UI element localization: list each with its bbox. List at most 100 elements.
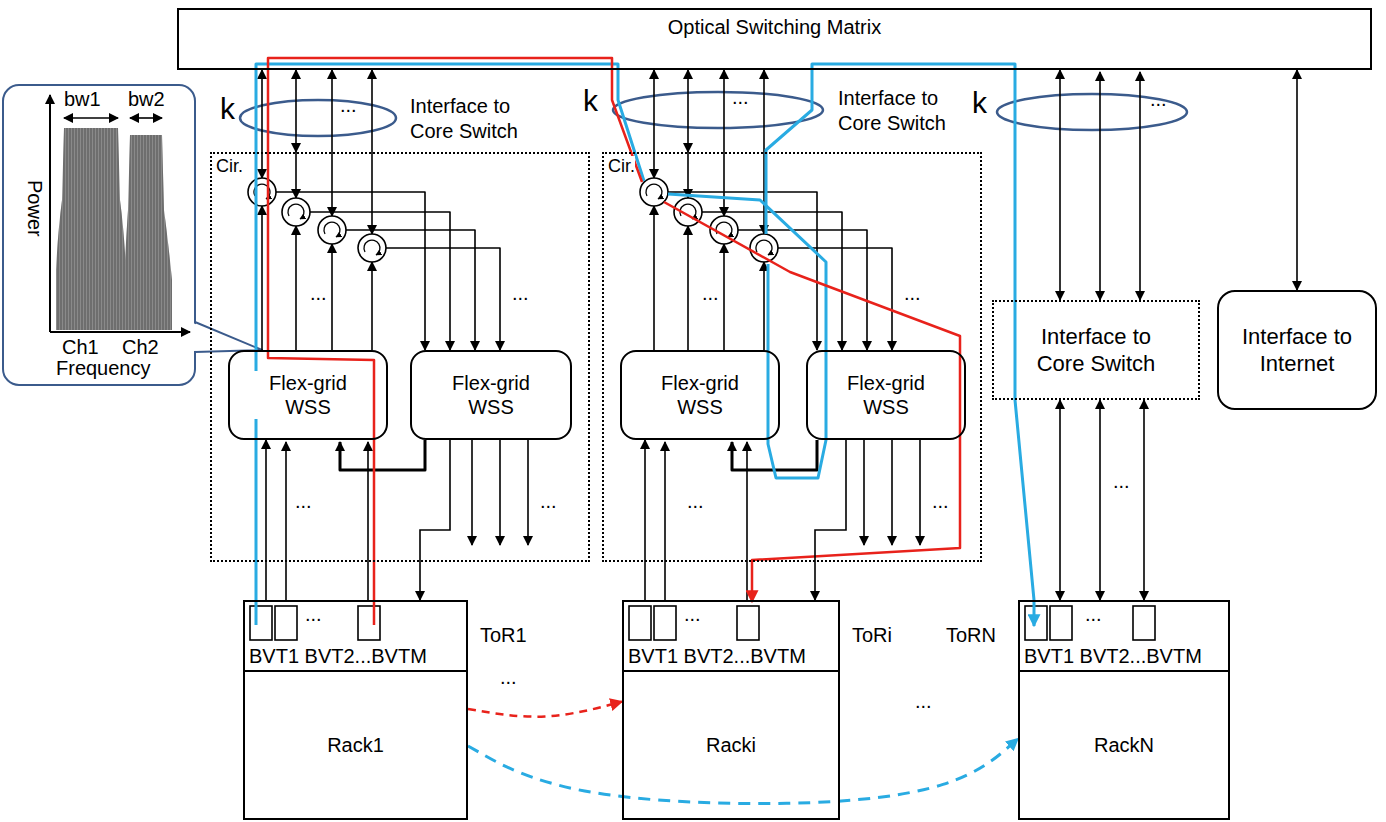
callout-frame [3,85,195,385]
tor-switch-label: BVT1 BVT2...BVTM [249,645,427,668]
tor-switch-label: ToRi [852,624,892,647]
fiber-line [310,212,450,350]
fiber-line [261,206,263,350]
tor-switch-label: ToRN [946,624,996,647]
fiber-line [285,442,287,600]
circulator-arrow [324,222,340,237]
fiber-line [527,440,529,545]
bandwidth-label: bw1 [64,88,101,111]
fiber-line [1099,72,1101,300]
fiber-line [386,248,500,350]
fiber-line [653,70,655,178]
port-count: k [972,86,987,121]
ellipsis: ... [904,282,921,305]
port-group-ellipse [613,92,823,128]
circulator-symbol [358,234,386,262]
ellipsis: ... [305,603,322,626]
bandwidth-arrow [64,117,118,119]
fiber-line [331,70,333,216]
wss-box: Flex-grid WSS [410,350,572,440]
tor-switch: BVT1 BVT2...BVTMToRi [622,600,840,672]
axis [49,95,51,332]
ellipsis: ... [684,603,701,626]
axis-label: Frequency [56,357,151,380]
fiber-line [1099,400,1101,600]
loopback-line [340,440,425,470]
fiber-line [1143,400,1145,600]
wss-box-label: Flex-grid WSS [642,371,758,419]
wss-box: Flex-grid WSS [228,350,388,440]
fiber-link [295,70,297,152]
light-path [256,64,644,625]
fiber-link [644,440,646,600]
fiber-link [265,440,267,600]
fiber-line [653,206,655,350]
rack-box-label: Rack1 [327,734,384,757]
ellipsis: ... [540,490,557,513]
interface-box-label: Cir. [608,156,635,177]
circulator-symbol [640,178,668,206]
fiber-line [763,262,765,350]
fiber-line [687,226,689,350]
fiber-link [420,440,450,600]
fiber-link [687,70,689,152]
rack-box: Rack1 [243,672,468,820]
wss-box: Flex-grid WSS [806,350,966,440]
ellipsis: ... [732,86,749,109]
fiber-line [746,442,748,600]
fiber-line [919,440,921,545]
circulator-arrow [756,240,772,255]
tor-switch-label: ToR1 [480,624,527,647]
wss-box-label: Flex-grid WSS [250,371,366,419]
fiber-link [1059,400,1061,600]
fiber-line [295,226,297,350]
fiber-line [276,192,425,350]
switching-matrix: Optical Switching Matrix [177,8,1372,70]
transceiver-port [629,606,651,640]
tor-switch-label: BVT1 BVT2...BVTM [628,645,806,668]
rack-box-label: RackN [1094,734,1154,757]
transceiver-port [1025,606,1047,640]
tor-switch-label: BVT1 BVT2...BVTM [1024,645,1202,668]
rack-box-label: Racki [706,734,756,757]
rack-box: RackN [1018,672,1230,820]
ellipsis: ... [340,94,357,117]
channel-label: Ch2 [122,336,159,359]
fiber-link [815,440,846,600]
fiber-line [499,440,501,545]
ellipsis: ... [512,282,529,305]
axis-label: Power [23,180,46,237]
channel-label: Ch1 [62,336,99,359]
transceiver-port [1133,606,1155,640]
circulator-symbol [282,198,310,226]
fiber-line [891,440,893,545]
ellipsis: ... [295,490,312,513]
interface-box-label: Cir. [216,156,243,177]
light-path [668,194,826,478]
interface-box-label: Interface to Core Switch [1021,323,1171,378]
fiber-line [471,440,473,545]
ellipsis: ... [1150,88,1167,111]
internet-box: Interface to Internet [1217,290,1377,410]
ellipsis: ... [310,282,327,305]
flow-arrow [468,702,622,717]
transceiver-port [737,606,759,640]
port-count: k [583,84,598,119]
fiber-line [778,248,892,350]
callout-gap [193,323,258,351]
wss-box-label: Flex-grid WSS [828,371,944,419]
ellipsis: ... [932,490,949,513]
fiber-line [702,212,842,350]
transceiver-port [358,606,380,640]
fiber-line [371,262,373,350]
circulator-arrow [288,204,304,219]
transceiver-port [275,606,297,640]
wss-box-label: Flex-grid WSS [433,371,549,419]
transceiver-port [250,606,272,640]
interface-label: Interface to Core Switch [410,94,545,144]
interface-label: Interface to Core Switch [838,86,973,136]
circulator-arrow [646,184,662,199]
tor-switch: BVT1 BVT2...BVTMToR1 [243,600,468,672]
circulator-symbol [248,178,276,206]
